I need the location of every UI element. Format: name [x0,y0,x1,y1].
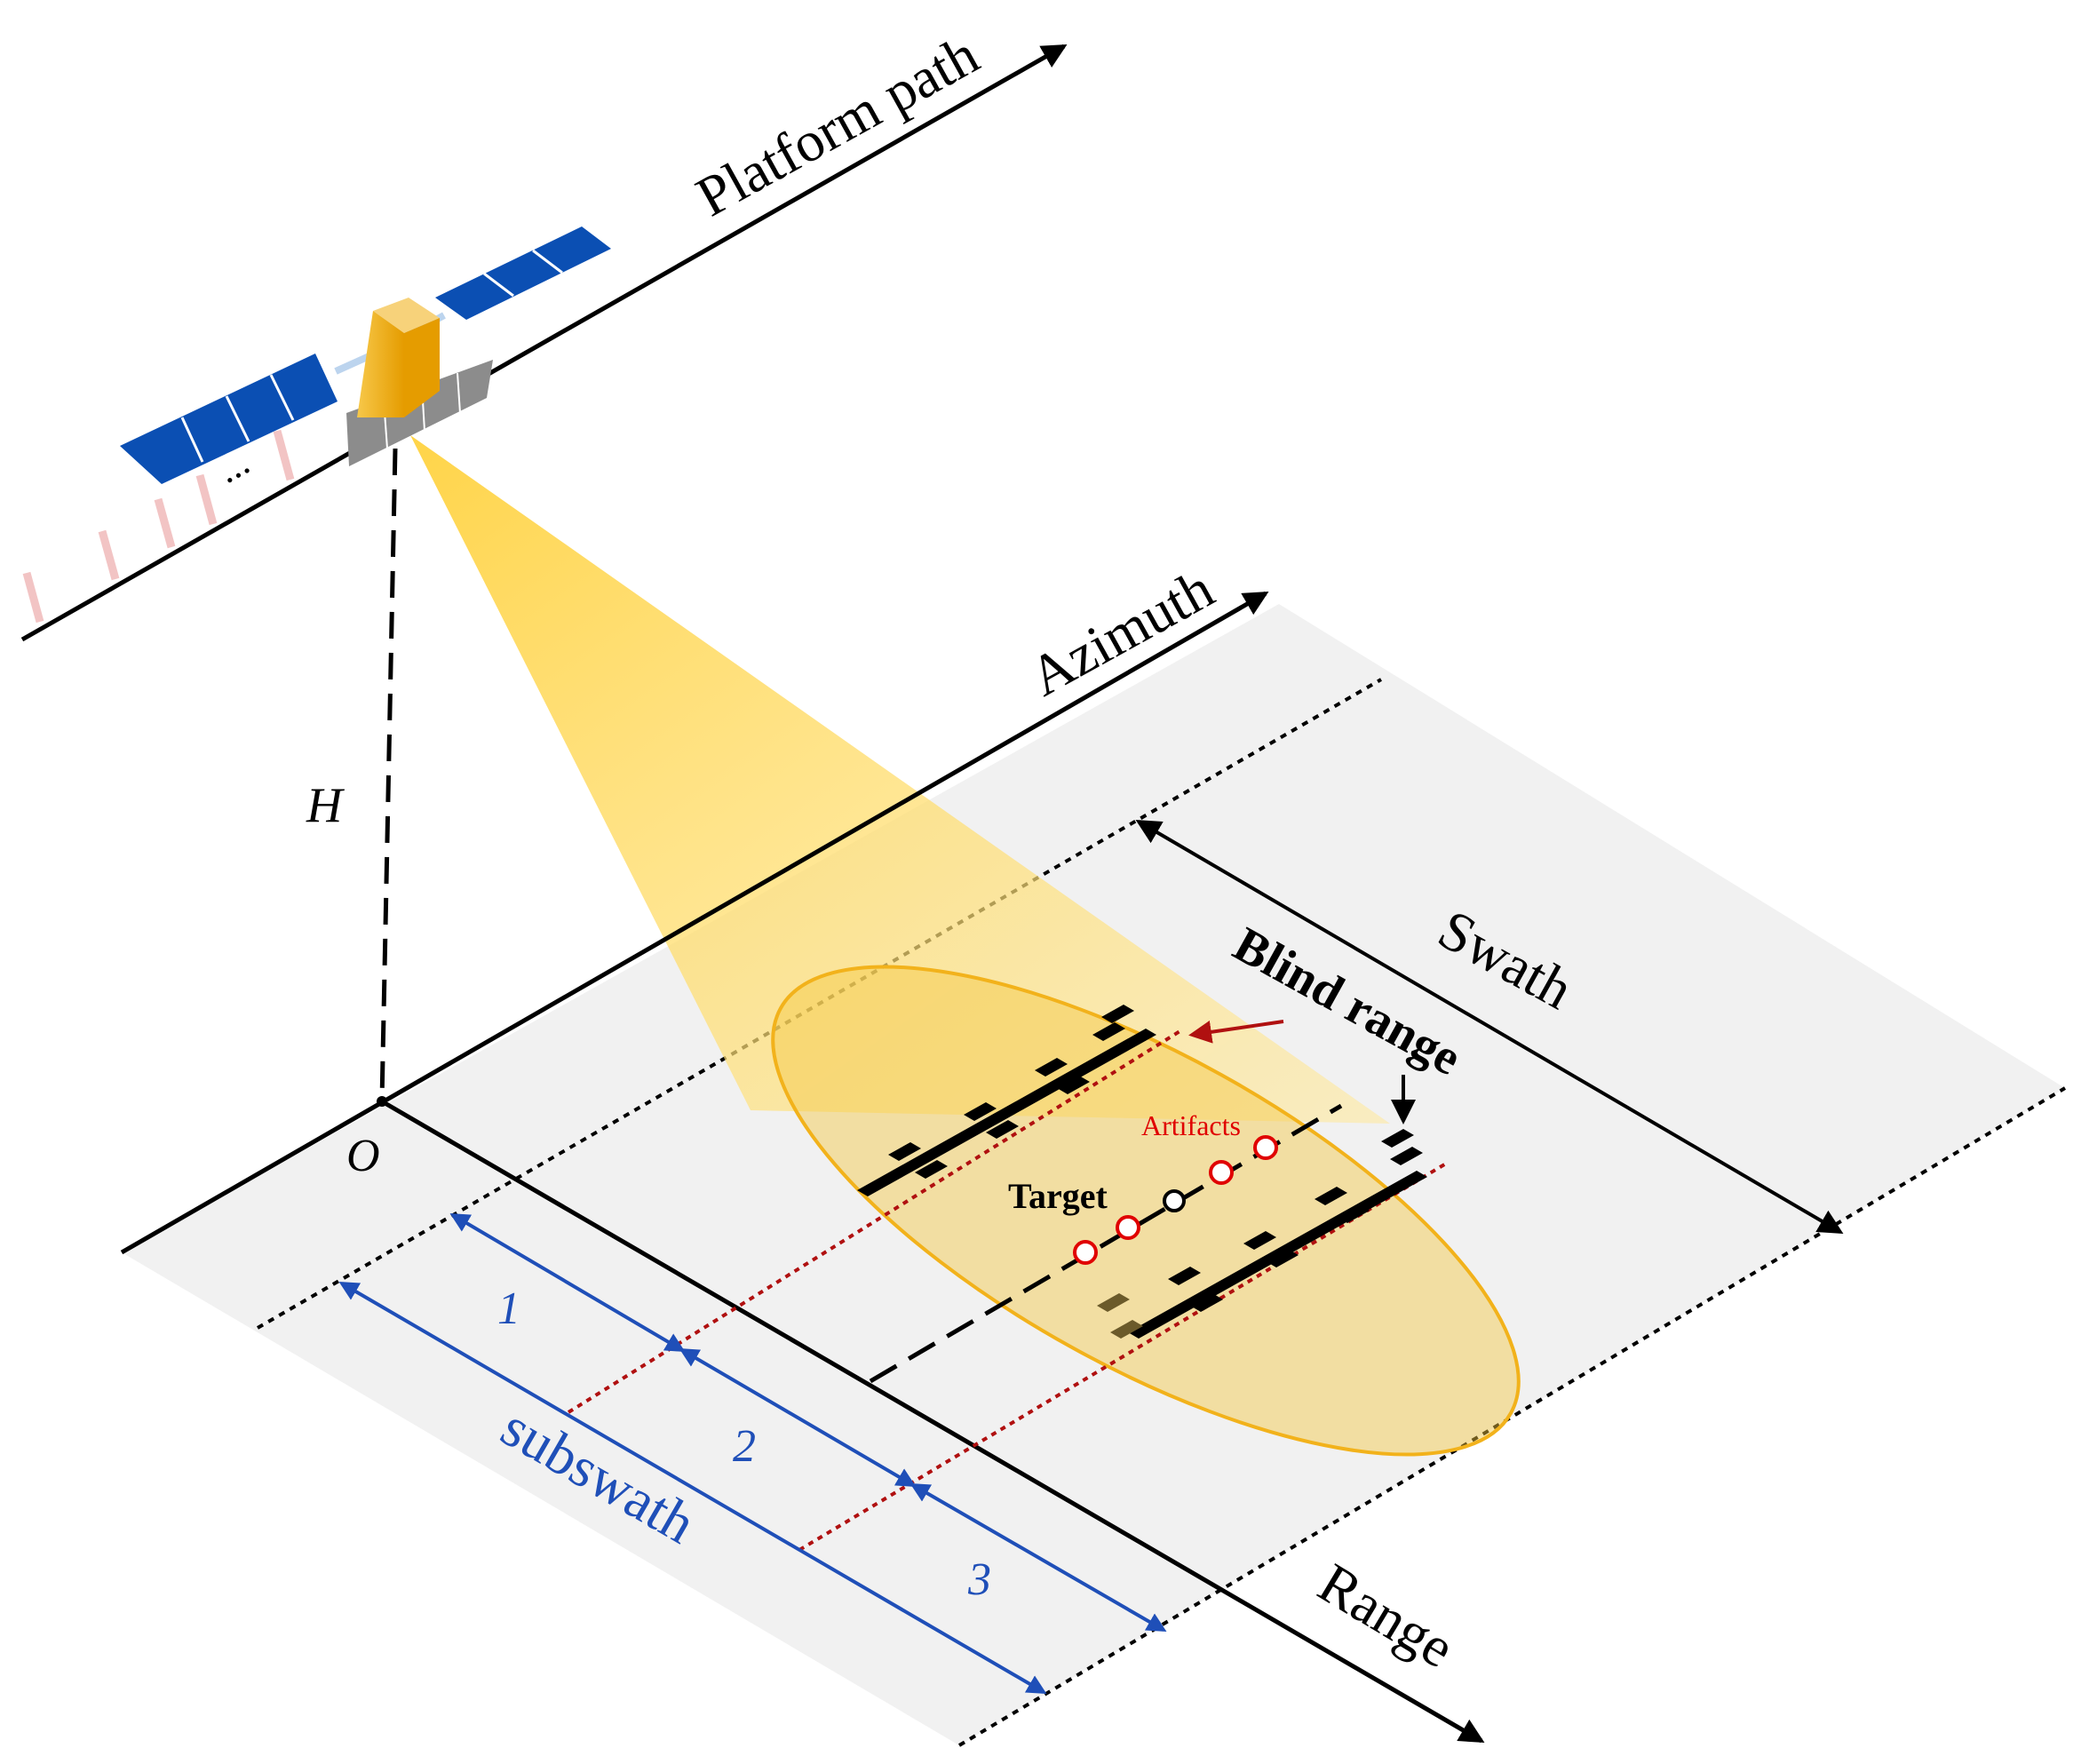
label-target: Target [1008,1176,1108,1216]
origin-point [377,1096,387,1107]
scatter-pattern-lower [1097,1129,1427,1339]
artifact-circle-icon [1073,1240,1098,1265]
satellite-icon [120,226,611,484]
label-platform-path: Platform path [686,22,989,228]
artifact-circle-icon [1209,1160,1234,1185]
subswath-total-arrow [338,1281,1047,1695]
label-artifacts: Artifacts [1141,1109,1241,1141]
label-subswath-3: 3 [967,1554,991,1605]
swath-arrow [1135,819,1844,1235]
swath-boundary-far [957,1086,2067,1747]
artifact-circle-icon [1253,1135,1278,1160]
platform-path [20,44,1068,642]
blind-range-red-arrow [1188,1020,1284,1044]
label-height: H [306,778,345,833]
label-range: Range [1308,1551,1466,1680]
label-subswath-2: 2 [733,1421,756,1472]
previous-positions [22,429,295,624]
target-circle-icon [1163,1189,1186,1212]
label-origin: O [346,1131,380,1181]
scatter-pattern-upper [857,1005,1156,1196]
artifact-circle-icon [1116,1215,1140,1240]
subswath-boundary-2 [798,1162,1448,1552]
azimuth-axis [120,591,1269,1255]
label-subswath-1: 1 [497,1283,520,1334]
height-line [379,448,398,1102]
